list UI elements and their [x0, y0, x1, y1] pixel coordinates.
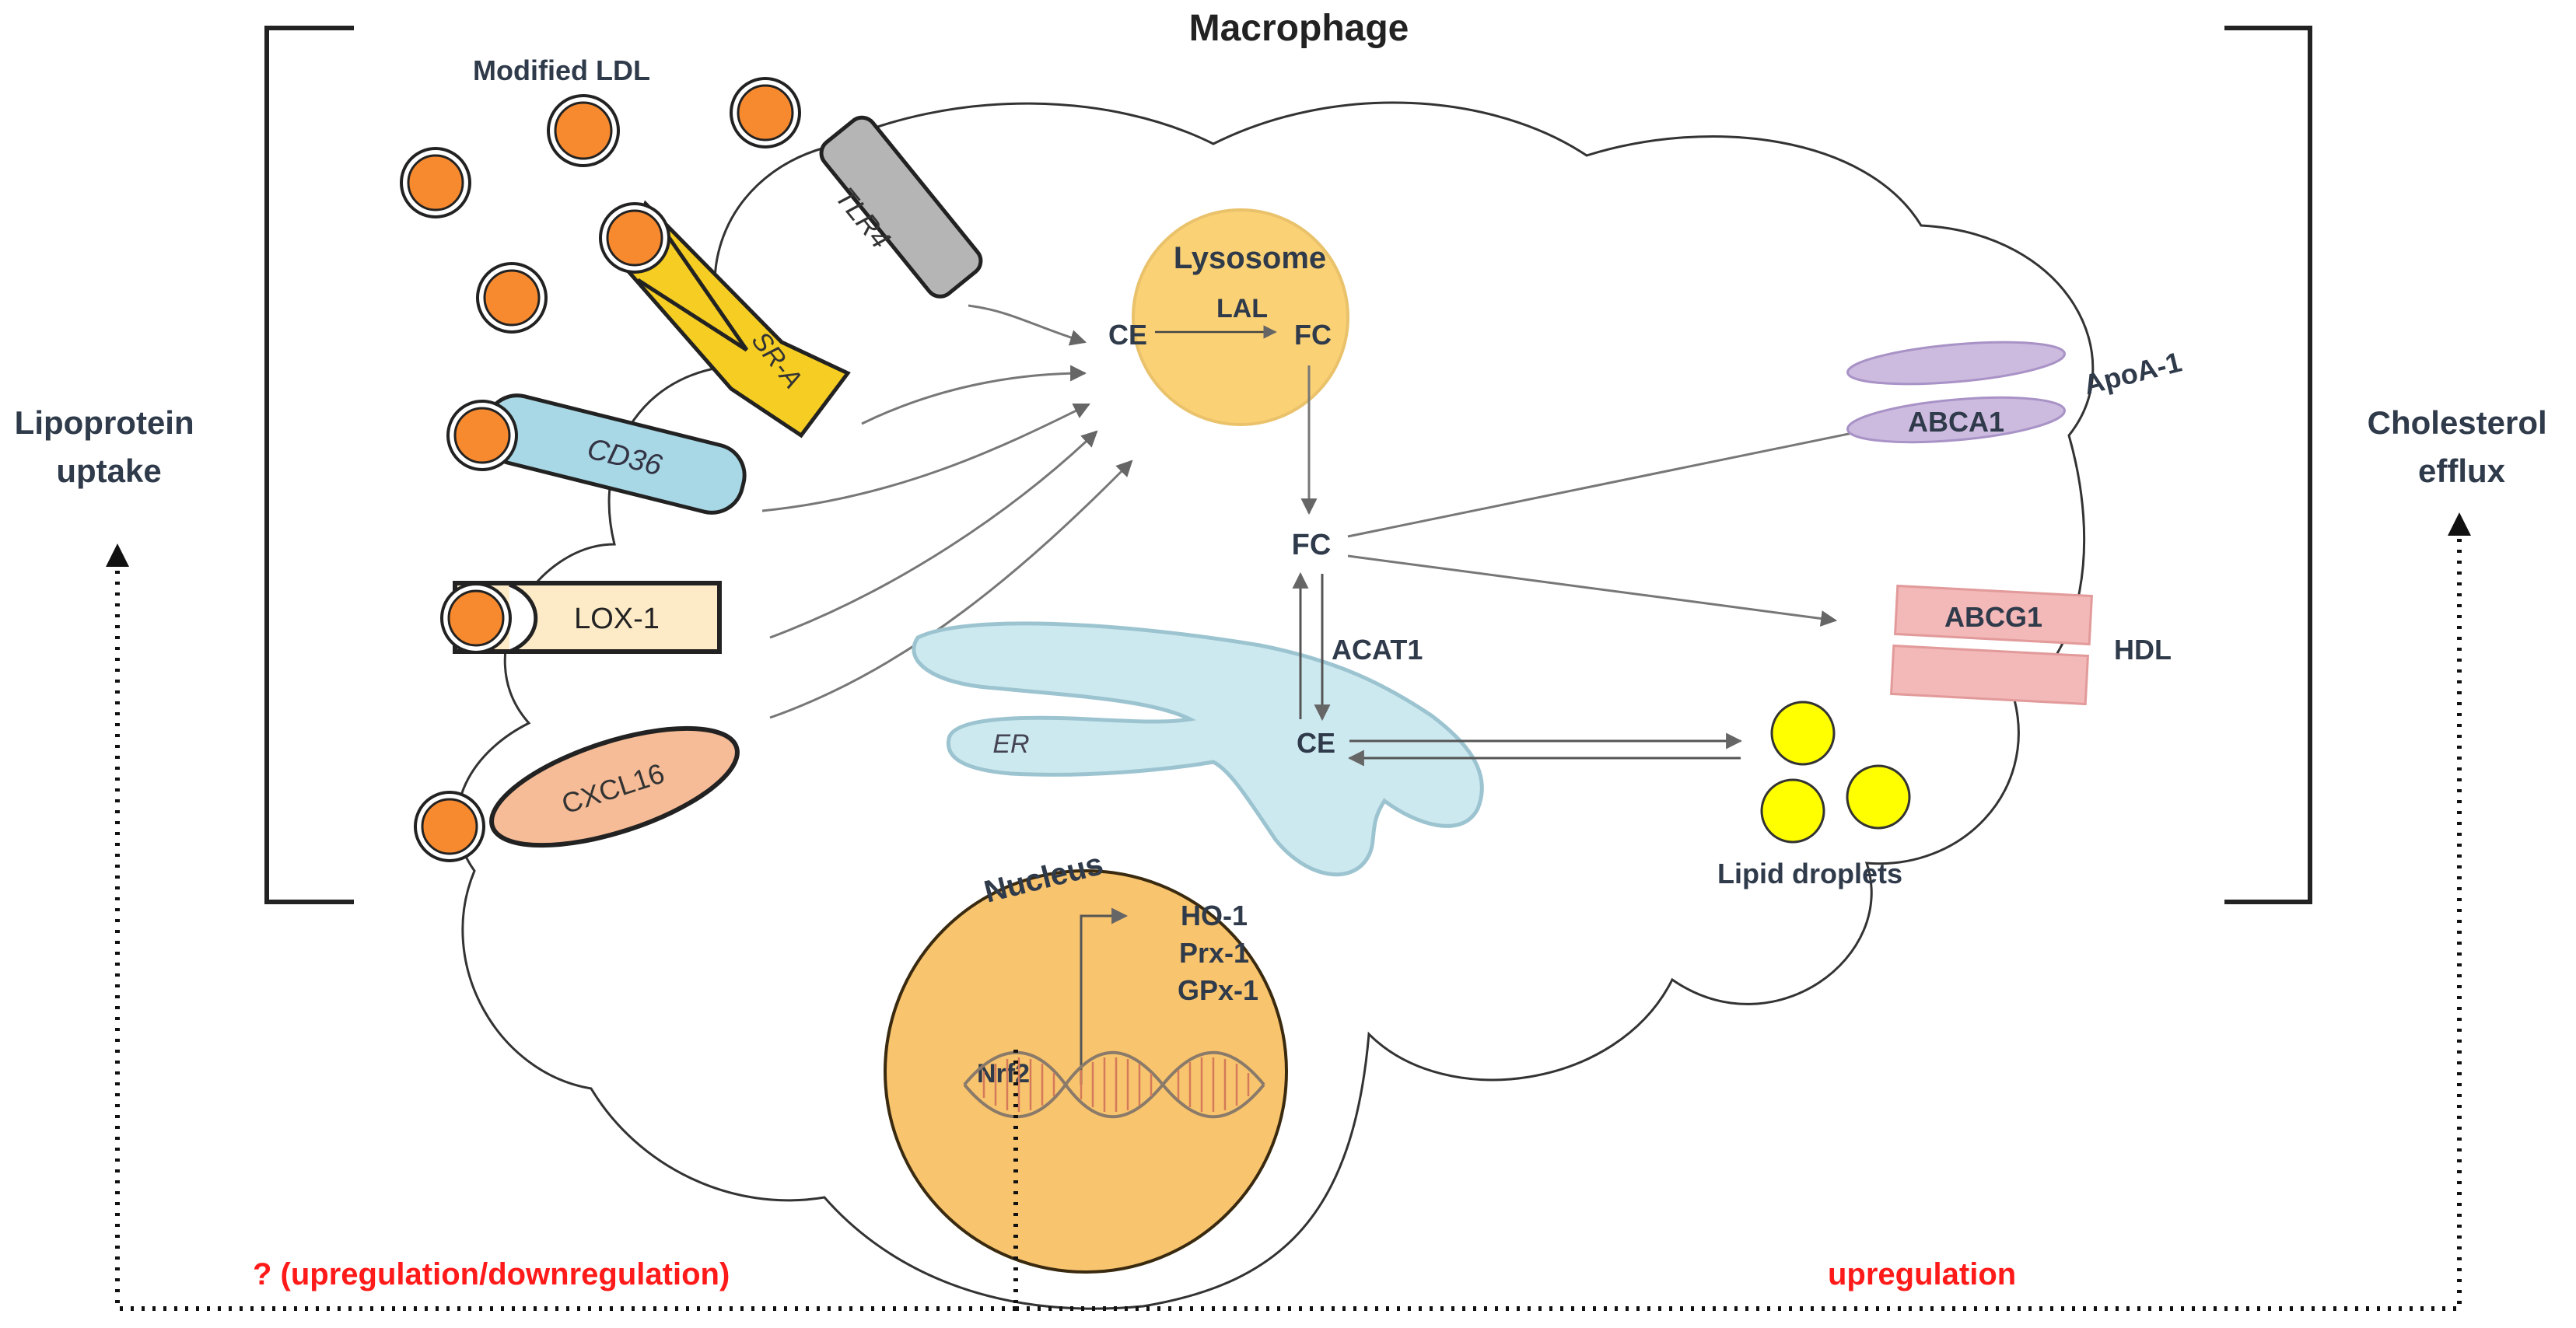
- lal-label: LAL: [1216, 294, 1268, 323]
- left-regulation-label: ? (upregulation/downregulation): [253, 1257, 730, 1291]
- cytoplasm-fc: FC: [1292, 529, 1332, 561]
- fc-to-abcg1-arrow: [1347, 554, 1838, 627]
- lox1-label: LOX-1: [574, 603, 660, 635]
- right-dotted-line: [1016, 512, 2471, 1311]
- ldl-particle: [400, 147, 471, 218]
- ldl-particle: [414, 791, 485, 862]
- cd36-receptor: CD36: [482, 393, 747, 515]
- hdl-label: HDL: [2114, 634, 2172, 666]
- regulation-lines: [106, 512, 2471, 1311]
- lysosome-title: Lysosome: [1174, 241, 1326, 275]
- left-bracket: [264, 26, 354, 904]
- ldl-particle: [476, 262, 548, 334]
- lysosome: Lysosome CE LAL FC: [1108, 208, 1349, 426]
- abcg1-label: ABCG1: [1944, 601, 2042, 633]
- lysosome-fc: FC: [1294, 319, 1332, 351]
- gene-list: HO-1 Prx-1 GPx-1: [1178, 900, 1258, 1006]
- lipid-droplets-label: Lipid droplets: [1717, 858, 1902, 889]
- apoa1-label: ApoA-1: [2081, 345, 2185, 400]
- abcg1-transporter: ABCG1: [1889, 584, 2094, 706]
- endoplasmic-reticulum: [912, 621, 1484, 877]
- er-ce-label: CE: [1297, 727, 1335, 759]
- er-label: ER: [992, 729, 1029, 759]
- uptake-arrows: [761, 304, 1133, 719]
- nucleus: Nucleus Nrf2 HO-1 Prx-1 GPx-1: [884, 847, 1288, 1274]
- left-dotted-line: [106, 543, 1016, 1311]
- diagram-title: Macrophage: [1189, 8, 1409, 49]
- modified-ldl-label: Modified LDL: [473, 54, 650, 86]
- ldl-particle: [599, 202, 670, 274]
- acat1-label: ACAT1: [1332, 634, 1423, 666]
- cholesterol-efflux-label: Cholesterol efflux: [2368, 404, 2557, 489]
- tlr4-receptor: TLR4: [819, 115, 983, 299]
- lipoprotein-uptake-label: Lipoprotein uptake: [15, 404, 204, 489]
- right-bracket: [2224, 26, 2312, 904]
- ldl-particle: [547, 94, 620, 167]
- fc-to-abca1-arrow: [1347, 418, 1904, 538]
- transcription-arrow: [1080, 907, 1129, 1085]
- ldl-particle: [730, 77, 801, 149]
- lipid-droplets: [1760, 701, 1911, 844]
- lysosome-ce: CE: [1108, 319, 1147, 351]
- right-regulation-label: upregulation: [1828, 1257, 2016, 1291]
- cxcl16-receptor: CXCL16: [489, 725, 740, 848]
- abca1-label: ABCA1: [1908, 406, 2004, 438]
- apoa1-transporter: ABCA1: [1846, 341, 2066, 444]
- ldl-particle: [446, 400, 518, 471]
- ldl-particle: [440, 582, 512, 654]
